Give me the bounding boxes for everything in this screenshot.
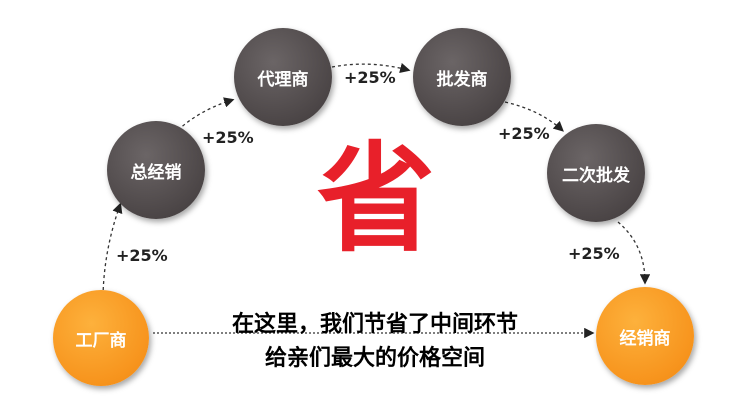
- node-dealer-label: 经销商: [619, 328, 671, 349]
- node-wholesaler-label: 批发商: [436, 69, 488, 90]
- node-factory: 工厂商: [53, 290, 149, 386]
- save-character: 省: [316, 130, 435, 268]
- node-factory-label: 工厂商: [75, 330, 127, 351]
- markup-label-2: +25%: [202, 128, 254, 147]
- node-wholesaler: 批发商: [413, 28, 511, 126]
- message-line-2: 给亲们最大的价格空间: [264, 346, 485, 371]
- node-general-distributor: 总经销: [107, 121, 205, 219]
- node-dealer: 经销商: [596, 287, 694, 385]
- node-agent: 代理商: [234, 28, 332, 126]
- markup-label-5: +25%: [568, 244, 620, 263]
- arrow-general-to-agent: [177, 97, 235, 131]
- markup-label-1: +25%: [116, 246, 168, 265]
- node-secondary-wholesale-label: 二次批发: [562, 165, 630, 186]
- markup-label-3: +25%: [344, 68, 396, 87]
- message-line-1: 在这里，我们节省了中间环节: [231, 312, 518, 337]
- arrow-wholesaler-to-secondary: [504, 101, 564, 132]
- markup-label-4: +25%: [498, 124, 550, 143]
- arrow-agent-to-wholesaler: [331, 62, 411, 74]
- arrow-secondary-to-dealer: [617, 221, 651, 285]
- node-secondary-wholesale: 二次批发: [547, 124, 645, 222]
- node-agent-label: 代理商: [257, 69, 309, 90]
- node-general-distributor-label: 总经销: [130, 162, 182, 183]
